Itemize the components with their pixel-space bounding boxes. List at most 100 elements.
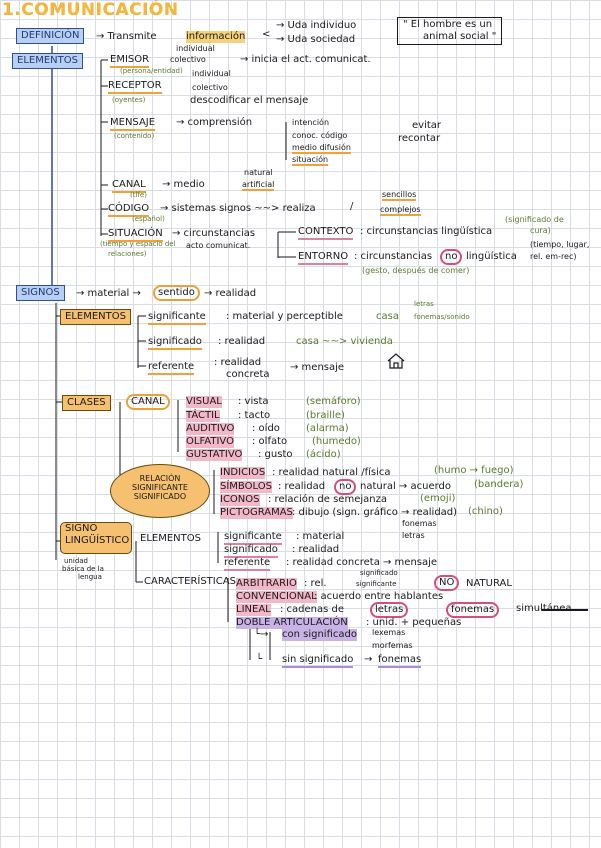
ling-doble-def: : unid. + pequeñas <box>366 617 462 628</box>
sense-olfativo-ex: (humedo) <box>312 436 361 447</box>
iconos-def: : relación de semejanza <box>268 494 387 505</box>
simbolos-def-post: natural → acuerdo <box>360 481 451 492</box>
ling-significado-def: : realidad <box>292 544 340 555</box>
ling-elementos-label: ELEMENTOS <box>140 533 201 544</box>
mensaje-note: (contenido) <box>114 132 155 140</box>
ling-sin-item: fonemas <box>378 654 422 668</box>
indicios-def: : realidad natural /física <box>272 467 391 478</box>
ling-lexemas: lexemas <box>372 628 406 637</box>
sense-auditivo-def: : oído <box>252 423 280 434</box>
ling-arb-natural: NATURAL <box>466 578 512 589</box>
ling-convencional: CONVENCIONAL <box>236 591 317 603</box>
situacion-label: SITUACIÓN <box>108 228 163 242</box>
signos-referente-def1: : realidad <box>214 357 262 368</box>
situacion-circunstancias: → circunstancias <box>172 228 256 239</box>
canal-medio: → medio <box>162 179 205 190</box>
emisor-colectivo: colectivo <box>170 55 206 64</box>
ling-lineal-letras: letras <box>370 602 409 618</box>
contexto-note2: cura) <box>530 226 551 235</box>
signos-chain-post: → realidad <box>204 288 257 299</box>
sense-visual-name: VISUAL <box>186 396 222 408</box>
signos-vivienda: casa ~~> vivienda <box>296 336 393 347</box>
signos-referente: referente <box>148 361 195 375</box>
definicion-quote-line2: animal social " <box>423 31 497 42</box>
mensaje-item-2: conoc. código <box>292 131 348 140</box>
relacion-line3: SIGNIFICADO <box>133 492 187 501</box>
definicion-informacion: información <box>186 31 246 43</box>
signos-significado: significado <box>148 336 202 350</box>
clases-canal: CANAL <box>126 394 170 410</box>
ling-lineal-def: : cadenas de <box>280 604 345 615</box>
entorno-note3: (gesto, después de comer) <box>362 266 470 275</box>
receptor-label: RECEPTOR <box>108 80 162 94</box>
ling-morfemas: morfemas <box>372 641 413 650</box>
definicion-arrow: < <box>262 29 271 40</box>
signos-fonemas: fonemas/sonido <box>414 313 470 321</box>
signos-elementos-label: ELEMENTOS <box>60 309 131 325</box>
iconos-label: ICONOS <box>220 494 260 506</box>
definicion-transmite: → Transmite <box>96 31 157 42</box>
definicion-label: DEFINICIÓN <box>16 28 85 44</box>
sense-visual-def: : vista <box>238 396 269 407</box>
signos-label: SIGNOS <box>16 285 65 301</box>
signos-chain-pre: → material → <box>76 288 141 299</box>
ling-doble: DOBLE ARTICULACIÓN <box>236 617 348 629</box>
signo-note2: básica de la <box>62 565 104 573</box>
canal-natural: natural <box>244 168 273 177</box>
situacion-note2: acto comunicat. <box>186 241 251 250</box>
sense-auditivo-name: AUDITIVO <box>186 423 235 435</box>
pictogramas-label: PICTOGRAMAS <box>220 507 293 519</box>
ling-fonemas: fonemas <box>402 519 437 528</box>
simbolos-no: no <box>334 479 357 495</box>
ling-con-sig: con significado <box>282 629 357 641</box>
contexto-label: CONTEXTO <box>298 226 354 240</box>
contexto-note1: (significado de <box>505 215 564 224</box>
situacion-note1: (tiempo y espacio del <box>100 240 176 248</box>
pictogramas-ex: (chino) <box>468 506 503 517</box>
mensaje-evitar: evitar <box>412 120 442 131</box>
ling-arb-significante: significante <box>356 580 397 588</box>
signos-referente-def2: concreta <box>226 369 270 380</box>
ling-simultanea-strike <box>542 609 588 611</box>
ling-significado: significado <box>224 544 278 558</box>
ling-referente: referente <box>224 557 271 571</box>
entorno-label: ENTORNO <box>298 251 349 265</box>
definicion-uda-sociedad: → Uda sociedad <box>276 34 356 45</box>
codigo-slash: / <box>350 201 354 212</box>
codigo-sistemas: → sistemas signos ~~> realiza <box>160 203 316 214</box>
sense-tactil-ex: (braille) <box>306 410 345 421</box>
indicios-label: INDICIOS <box>220 467 266 479</box>
relacion-oval: RELACIÓN SIGNIFICANTE SIGNIFICADO <box>110 464 210 518</box>
signo-note3: lengua <box>78 573 102 581</box>
elementos-label: ELEMENTOS <box>12 53 83 69</box>
signo-linguistico-line2: LINGÜÍSTICO <box>65 535 130 546</box>
emisor-inicia: → inicia el act. comunicat. <box>240 54 371 65</box>
ling-letras: letras <box>402 531 425 540</box>
signos-casa: casa <box>376 311 399 322</box>
ling-caracteristicas: CARACTERÍSTICAS <box>144 576 236 587</box>
mensaje-item-4: situación <box>292 155 329 166</box>
sense-gustativo-def: : gusto <box>258 449 293 460</box>
ling-significante-def: : material <box>296 531 345 542</box>
ling-lineal-fonemas: fonemas <box>446 602 500 618</box>
signos-significante: significante <box>148 311 206 325</box>
codigo-sencillos: sencillos <box>382 190 417 201</box>
entorno-no: no <box>440 249 463 265</box>
sense-tactil-def: : tacto <box>238 410 271 421</box>
ling-sin-sig-marker: └ <box>256 654 263 665</box>
receptor-note: (oyentes) <box>112 96 146 104</box>
ling-con-sig-marker: └→ <box>254 629 269 640</box>
canal-label: CANAL <box>112 179 146 193</box>
contexto-def: : circunstancias lingüística <box>360 226 493 237</box>
receptor-individual: individual <box>192 69 231 78</box>
entorno-note1: (tiempo, lugar, <box>530 240 590 249</box>
canal-artificial: artificial <box>242 180 275 191</box>
receptor-descodificar: descodificar el mensaje <box>190 95 309 106</box>
relacion-line2: SIGNIFICANTE <box>132 483 188 492</box>
simbolos-ex: (bandera) <box>474 479 524 490</box>
mensaje-comprension: → comprensión <box>176 117 253 128</box>
simbolos-label: SÍMBOLOS <box>220 481 272 493</box>
mensaje-item-1: intención <box>292 118 330 127</box>
mensaje-item-3: medio difusión <box>292 143 351 154</box>
